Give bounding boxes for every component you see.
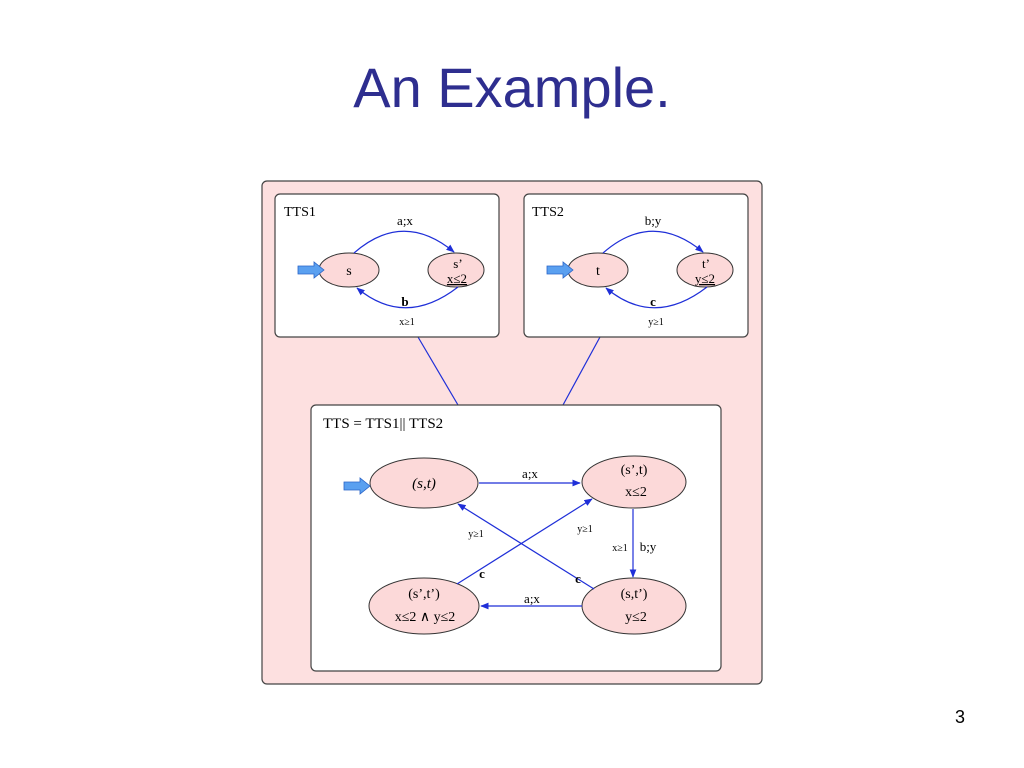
state-s-prime-label: s’ <box>453 256 462 271</box>
product-diag-right-label: c <box>575 571 581 586</box>
edge-s-to-s-prime <box>353 230 455 254</box>
initial-arrow-icon <box>343 477 371 495</box>
tts1-edge-bottom-guard: x≥1 <box>399 317 415 328</box>
tts2-edge-top-label: b;y <box>645 213 662 228</box>
connector-tts2 <box>562 336 601 406</box>
product-diag-right-guard: y≥1 <box>577 524 593 535</box>
page-number: 3 <box>954 707 965 727</box>
state-s-prime-t-label: (s’,t) <box>621 463 648 478</box>
state-s-t-prime-label: (s,t’) <box>621 587 648 602</box>
tts2-label: TTS2 <box>532 205 564 220</box>
product-panel: TTS = TTS1|| TTS2 (s,t) (s’,t) x≤2 (s’,t… <box>310 404 722 672</box>
state-s-prime-t-prime-label: (s’,t’) <box>408 587 440 602</box>
edge-s1t1-to-s1t <box>456 498 593 585</box>
product-edge-bottom-label: a;x <box>524 591 540 606</box>
tts2-edge-bottom-label: c <box>650 294 656 309</box>
tts1-edge-bottom-label: b <box>401 294 408 309</box>
edge-t-prime-to-t <box>605 286 708 309</box>
state-s-t-prime-invariant: y≤2 <box>625 610 647 625</box>
product-label: TTS = TTS1|| TTS2 <box>323 416 443 432</box>
state-s-prime-t-prime-invariant: x≤2 ∧ y≤2 <box>395 610 456 625</box>
product-edge-right-label: b;y <box>640 539 657 554</box>
tts1-label: TTS1 <box>284 205 316 220</box>
product-diag-left-guard: y≥1 <box>468 529 484 540</box>
edge-t-to-t-prime <box>602 230 704 254</box>
edge-s-prime-to-s <box>356 286 459 309</box>
state-s-prime-t-prime <box>368 577 480 635</box>
product-diag-left-label: c <box>479 566 485 581</box>
slide-title: An Example. <box>353 56 671 119</box>
connector-tts1 <box>417 336 459 406</box>
state-t-prime <box>676 252 734 288</box>
state-s-prime-t-invariant: x≤2 <box>625 485 647 500</box>
state-s-t <box>369 457 479 509</box>
state-s-t-label: (s,t) <box>412 476 436 492</box>
product-edge-right-guard: x≥1 <box>612 543 628 554</box>
edge-st1-to-st <box>457 503 595 590</box>
tts2-edge-bottom-guard: y≥1 <box>648 317 664 328</box>
state-s-label: s <box>346 264 351 279</box>
tts1-panel: TTS1 s s’ x≤2 a;x b x≥1 <box>274 193 500 338</box>
state-t-label: t <box>596 264 600 279</box>
tts2-panel: TTS2 t t’ y≤2 b;y c y≥1 <box>523 193 749 338</box>
state-s-prime <box>427 252 485 288</box>
initial-arrow-icon <box>546 261 574 279</box>
state-s-prime-t <box>581 455 687 509</box>
state-s-prime-invariant: x≤2 <box>447 271 467 286</box>
product-edge-top-label: a;x <box>522 466 538 481</box>
tts1-edge-top-label: a;x <box>397 213 413 228</box>
initial-arrow-icon <box>297 261 325 279</box>
state-t-prime-invariant: y≤2 <box>695 271 715 286</box>
state-t-prime-label: t’ <box>702 256 710 271</box>
